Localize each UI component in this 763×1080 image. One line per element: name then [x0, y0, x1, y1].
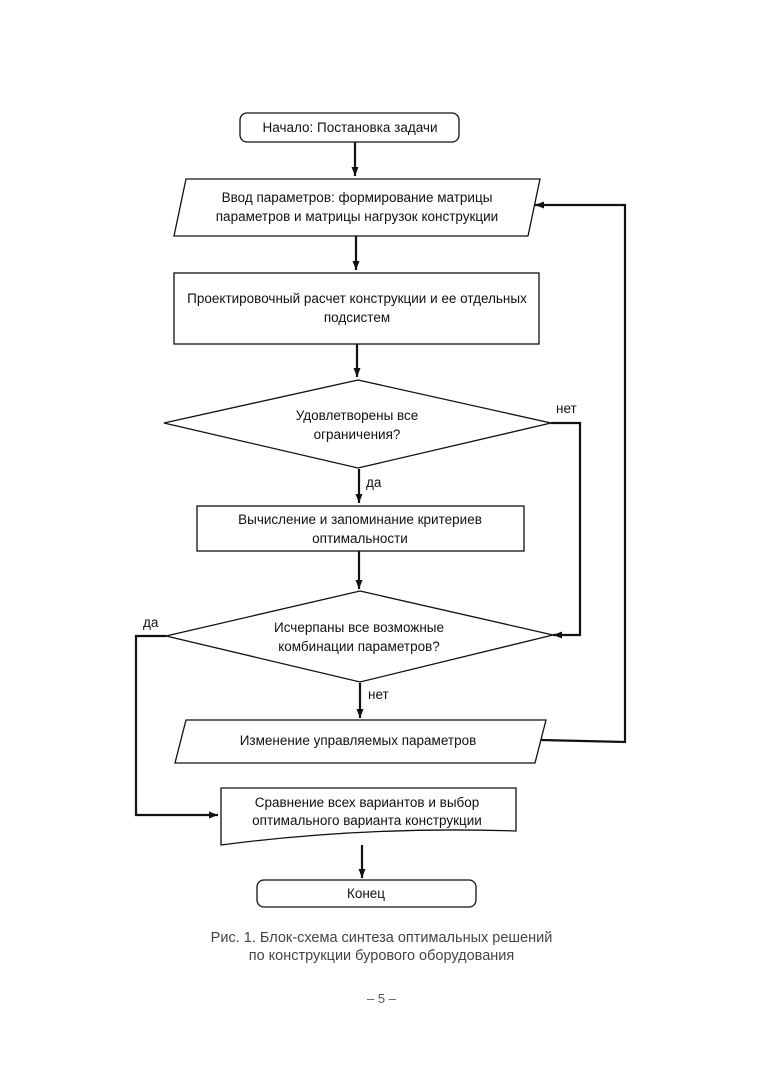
- input-label-line1: Ввод параметров: формирование матрицы: [222, 190, 493, 205]
- input-parallelogram: [173, 178, 541, 237]
- node-design: Проектировочный расчет конструкции и ее …: [173, 272, 540, 345]
- edge-change-to-input: [535, 201, 627, 744]
- node-end: Конец: [256, 879, 477, 908]
- start-terminator: [239, 112, 460, 143]
- label-exhausted-no: нет: [368, 687, 389, 702]
- connectors: [134, 142, 627, 878]
- compare-document-shape: [220, 787, 517, 846]
- node-criteria: Вычисление и запоминание критериев оптим…: [196, 505, 525, 552]
- check-decision-diamond: [163, 379, 552, 469]
- criteria-label-line1: Вычисление и запоминание критериев: [238, 512, 482, 527]
- node-exhausted: Исчерпаны все возможные комбинации парам…: [165, 590, 554, 683]
- design-label-line1: Проектировочный расчет конструкции и ее …: [187, 291, 527, 306]
- node-compare: Сравнение всех вариантов и выбор оптимал…: [220, 787, 517, 846]
- criteria-process-box: [196, 505, 525, 552]
- end-label: Конец: [347, 886, 385, 901]
- node-check: Удовлетворены все ограничения?: [163, 379, 552, 469]
- design-process-box: [173, 272, 540, 345]
- edge-check-to-exhausted: [551, 421, 582, 639]
- exhausted-label-line2: комбинации параметров?: [278, 639, 440, 654]
- change-parallelogram: [174, 719, 547, 764]
- label-exhausted-yes: да: [143, 615, 159, 630]
- check-label-line2: ограничения?: [314, 427, 401, 442]
- compare-label-line1: Сравнение всех вариантов и выбор: [255, 795, 480, 810]
- end-terminator: [256, 879, 477, 908]
- change-label: Изменение управляемых параметров: [240, 733, 477, 748]
- compare-label-line2: оптимального варианта конструкции: [252, 813, 482, 828]
- exhausted-label-line1: Исчерпаны все возможные: [274, 620, 444, 635]
- check-label-line1: Удовлетворены все: [296, 408, 419, 423]
- edge-exhausted-to-compare: [134, 634, 218, 819]
- design-label-line2: подсистем: [324, 310, 390, 325]
- label-check-no: нет: [556, 401, 577, 416]
- figure-caption-line1: Рис. 1. Блок-схема синтеза оптимальных р…: [210, 930, 553, 946]
- label-check-yes: да: [366, 475, 382, 490]
- criteria-label-line2: оптимальности: [312, 531, 408, 546]
- node-change: Изменение управляемых параметров: [174, 719, 547, 764]
- node-input: Ввод параметров: формирование матрицы па…: [173, 178, 541, 237]
- start-label: Начало: Постановка задачи: [263, 120, 438, 135]
- edge-labels: да нет нет да: [143, 401, 577, 702]
- input-label-line2: параметров и матрицы нагрузок конструкци…: [216, 209, 498, 224]
- figure-caption-line2: по конструкции бурового оборудования: [248, 948, 515, 964]
- page-number: – 5 –: [367, 991, 396, 1006]
- exhausted-decision-diamond: [165, 590, 554, 683]
- node-start: Начало: Постановка задачи: [239, 112, 460, 143]
